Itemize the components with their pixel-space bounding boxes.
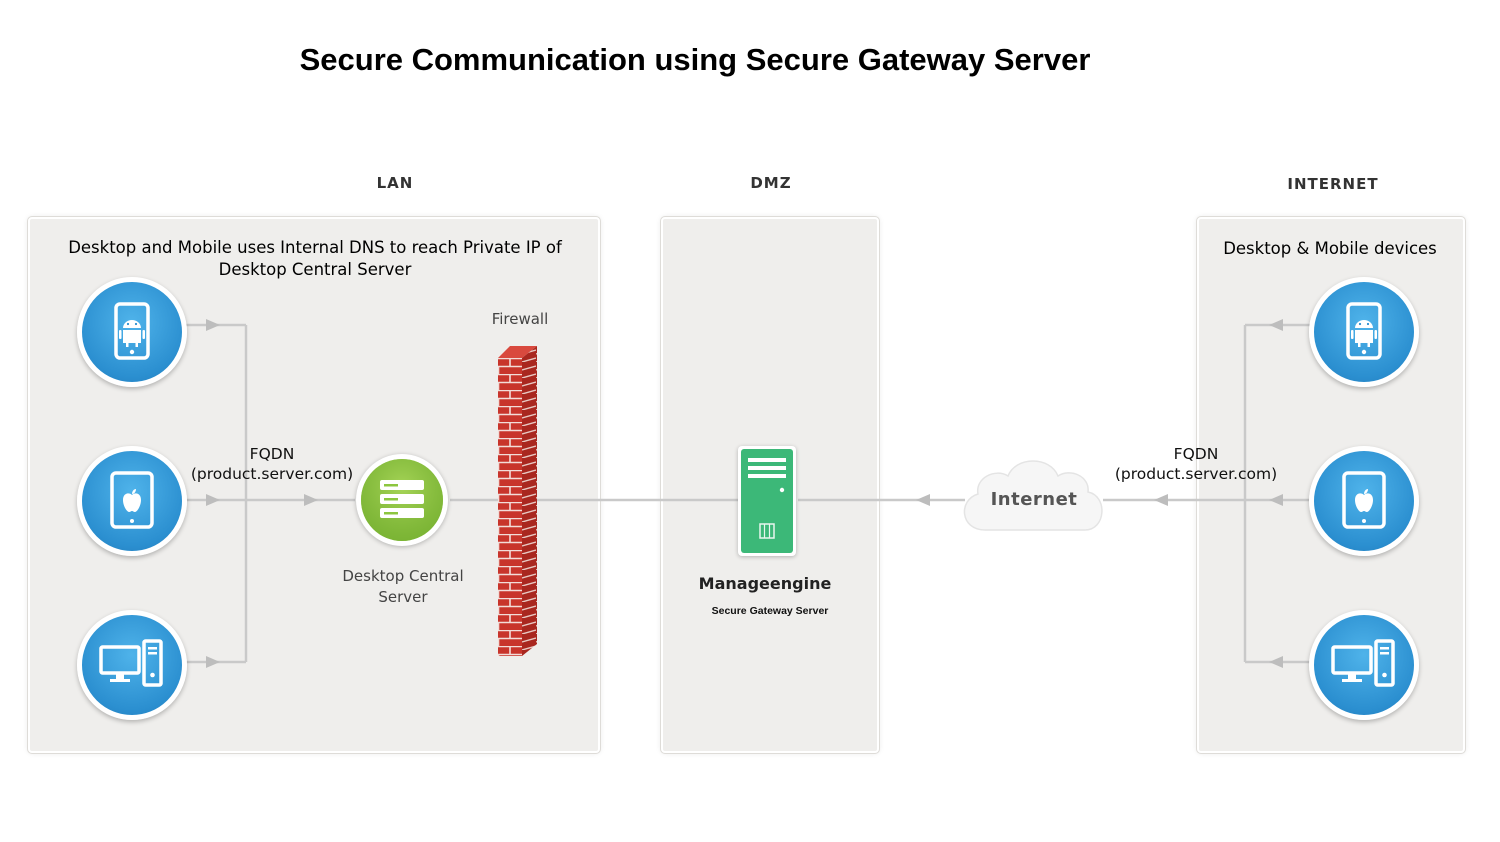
internet-caption: Desktop & Mobile devices <box>1223 239 1437 258</box>
android-phone-icon <box>114 302 150 360</box>
lan-fqdn-label: FQDN (product.server.com) <box>182 444 362 484</box>
lan-caption: Desktop and Mobile uses Internal DNS to … <box>68 238 562 279</box>
lan-desktop-device <box>77 610 187 720</box>
internet-fqdn-label: FQDN (product.server.com) <box>1106 444 1286 484</box>
apple-tablet-icon <box>1342 471 1386 529</box>
desktop-central-label-line1: Desktop Central <box>342 567 464 585</box>
zone-label-lan: LAN <box>376 174 414 192</box>
desktop-central-label: Desktop Central Server <box>318 566 488 608</box>
zone-label-internet: INTERNET <box>1287 175 1379 193</box>
internet-apple-device <box>1309 446 1419 556</box>
lan-apple-device <box>77 446 187 556</box>
desktop-central-label-line2: Server <box>378 588 428 606</box>
gateway-name: Manageengine <box>698 574 832 593</box>
apple-tablet-icon <box>110 471 154 529</box>
internet-desktop-device <box>1309 610 1419 720</box>
secure-gateway-server-node <box>738 446 796 556</box>
desktop-computer-icon <box>1331 639 1395 687</box>
server-tower-icon <box>741 449 793 553</box>
lan-fqdn-host: (product.server.com) <box>190 465 354 483</box>
server-icon <box>361 459 443 541</box>
lan-android-device <box>77 277 187 387</box>
internet-fqdn-host: (product.server.com) <box>1114 465 1278 483</box>
gateway-subtitle: Secure Gateway Server <box>711 605 829 617</box>
desktop-computer-icon <box>99 639 163 687</box>
zone-label-dmz: DMZ <box>750 174 792 192</box>
diagram-title: Secure Communication using Secure Gatewa… <box>299 42 1091 77</box>
internet-fqdn-title: FQDN <box>1173 445 1219 463</box>
internet-android-device <box>1309 277 1419 387</box>
internet-cloud-label: Internet <box>990 489 1078 510</box>
desktop-central-server-node <box>356 454 448 546</box>
firewall-label: Firewall <box>491 310 549 328</box>
lan-fqdn-title: FQDN <box>249 445 295 463</box>
android-phone-icon <box>1346 302 1382 360</box>
